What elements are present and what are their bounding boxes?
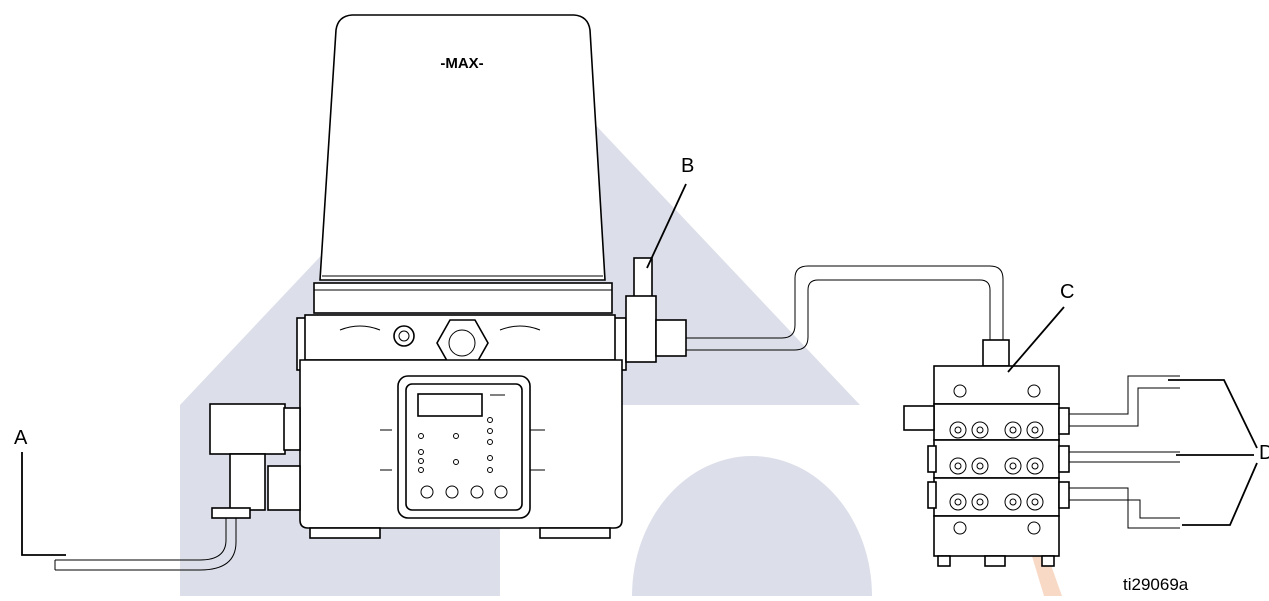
reservoir-max-label: -MAX- [440,55,483,72]
figure-id: ti29069a [1123,575,1189,594]
callout-a: A [14,427,66,556]
valve-section-3 [933,477,1060,517]
display-window [417,393,483,417]
svg-text:A: A [14,427,28,449]
feed-line [686,265,1004,351]
outlet-line-3 [1069,487,1180,529]
electrical-connector [209,403,286,455]
callout-d: D [1168,379,1269,526]
svg-text:B: B [681,155,694,177]
callout-c: C [1007,281,1074,373]
end-block [933,515,1060,557]
reservoir [319,14,606,281]
indicator-dots [418,417,493,473]
svg-text:D: D [1259,442,1269,464]
outlet-line-2 [1069,451,1180,463]
callout-b: B [646,155,694,269]
svg-text:C: C [1060,281,1074,303]
divider-valve [903,339,1180,567]
outlet-line-1 [1069,375,1180,427]
inlet-block [933,365,1060,405]
power-cable [55,518,237,571]
control-buttons [420,485,508,499]
reservoir-base-ring [313,282,613,314]
pump-unit: -MAX- [54,14,687,571]
valve-section-1 [933,403,1060,441]
